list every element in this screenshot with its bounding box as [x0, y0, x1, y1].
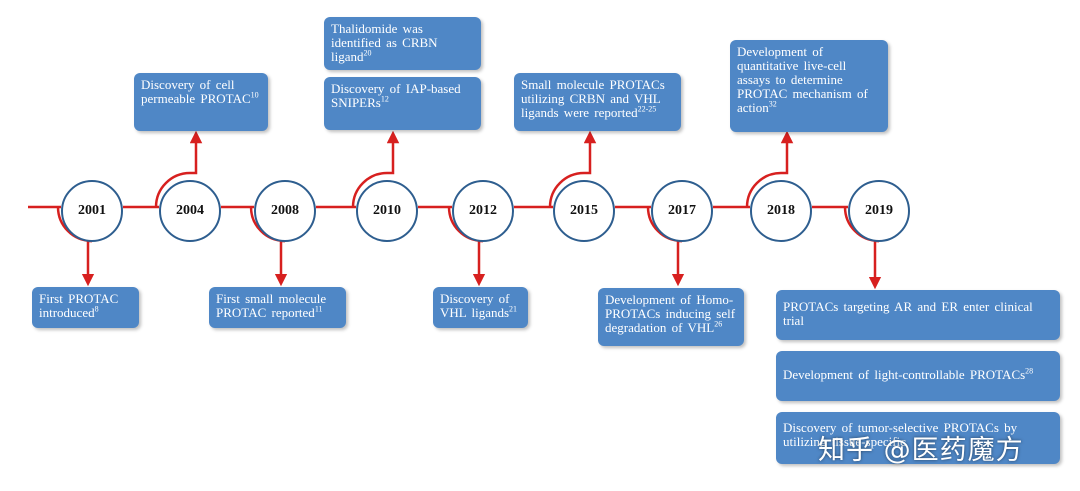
event-box-2019-tumor: Discovery of tumor-selective PROTACs by …: [776, 412, 1060, 464]
timeline-arrow: [274, 239, 288, 287]
event-box-2001: First PROTAC introduced8: [32, 287, 139, 328]
year-circle-2012: 2012: [452, 180, 514, 242]
timeline-arrow: [583, 130, 597, 175]
event-box-2008: First small molecule PROTAC reported11: [209, 287, 346, 328]
timeline-arc: [351, 171, 388, 208]
event-box-2010-thalidomide: Thalidomide was identified as CRBN ligan…: [324, 17, 481, 70]
timeline-arrow: [671, 239, 685, 287]
watermark: 知乎 @医药魔方: [818, 435, 1024, 466]
timeline-arrow: [189, 130, 203, 175]
event-box-2010-sniper: Discovery of IAP-based SNIPERs12: [324, 77, 481, 130]
event-box-2012: Discovery of VHL ligands21: [433, 287, 528, 328]
event-box-2019-light: Development of light-controllable PROTAC…: [776, 351, 1060, 401]
year-circle-2015: 2015: [553, 180, 615, 242]
year-circle-2004: 2004: [159, 180, 221, 242]
timeline-arc: [745, 171, 782, 208]
year-circle-2019: 2019: [848, 180, 910, 242]
timeline-arrow: [386, 130, 400, 175]
timeline-arrow: [81, 239, 95, 287]
timeline-arrow: [780, 130, 794, 175]
timeline-arc: [548, 171, 585, 208]
year-circle-2018: 2018: [750, 180, 812, 242]
year-circle-2010: 2010: [356, 180, 418, 242]
event-box-2015: Small molecule PROTACs utilizing CRBN an…: [514, 73, 681, 131]
event-box-2004: Discovery of cell permeable PROTAC10: [134, 73, 268, 131]
timeline-arc: [154, 171, 191, 208]
year-circle-2001: 2001: [61, 180, 123, 242]
timeline-arrow: [868, 239, 882, 290]
timeline-arrow: [472, 239, 486, 287]
event-box-2018: Development of quantitative live-cell as…: [730, 40, 888, 132]
event-box-2019-clinical: PROTACs targeting AR and ER enter clinic…: [776, 290, 1060, 340]
year-circle-2017: 2017: [651, 180, 713, 242]
event-box-2017: Development of Homo-PROTACs inducing sel…: [598, 288, 744, 346]
year-circle-2008: 2008: [254, 180, 316, 242]
